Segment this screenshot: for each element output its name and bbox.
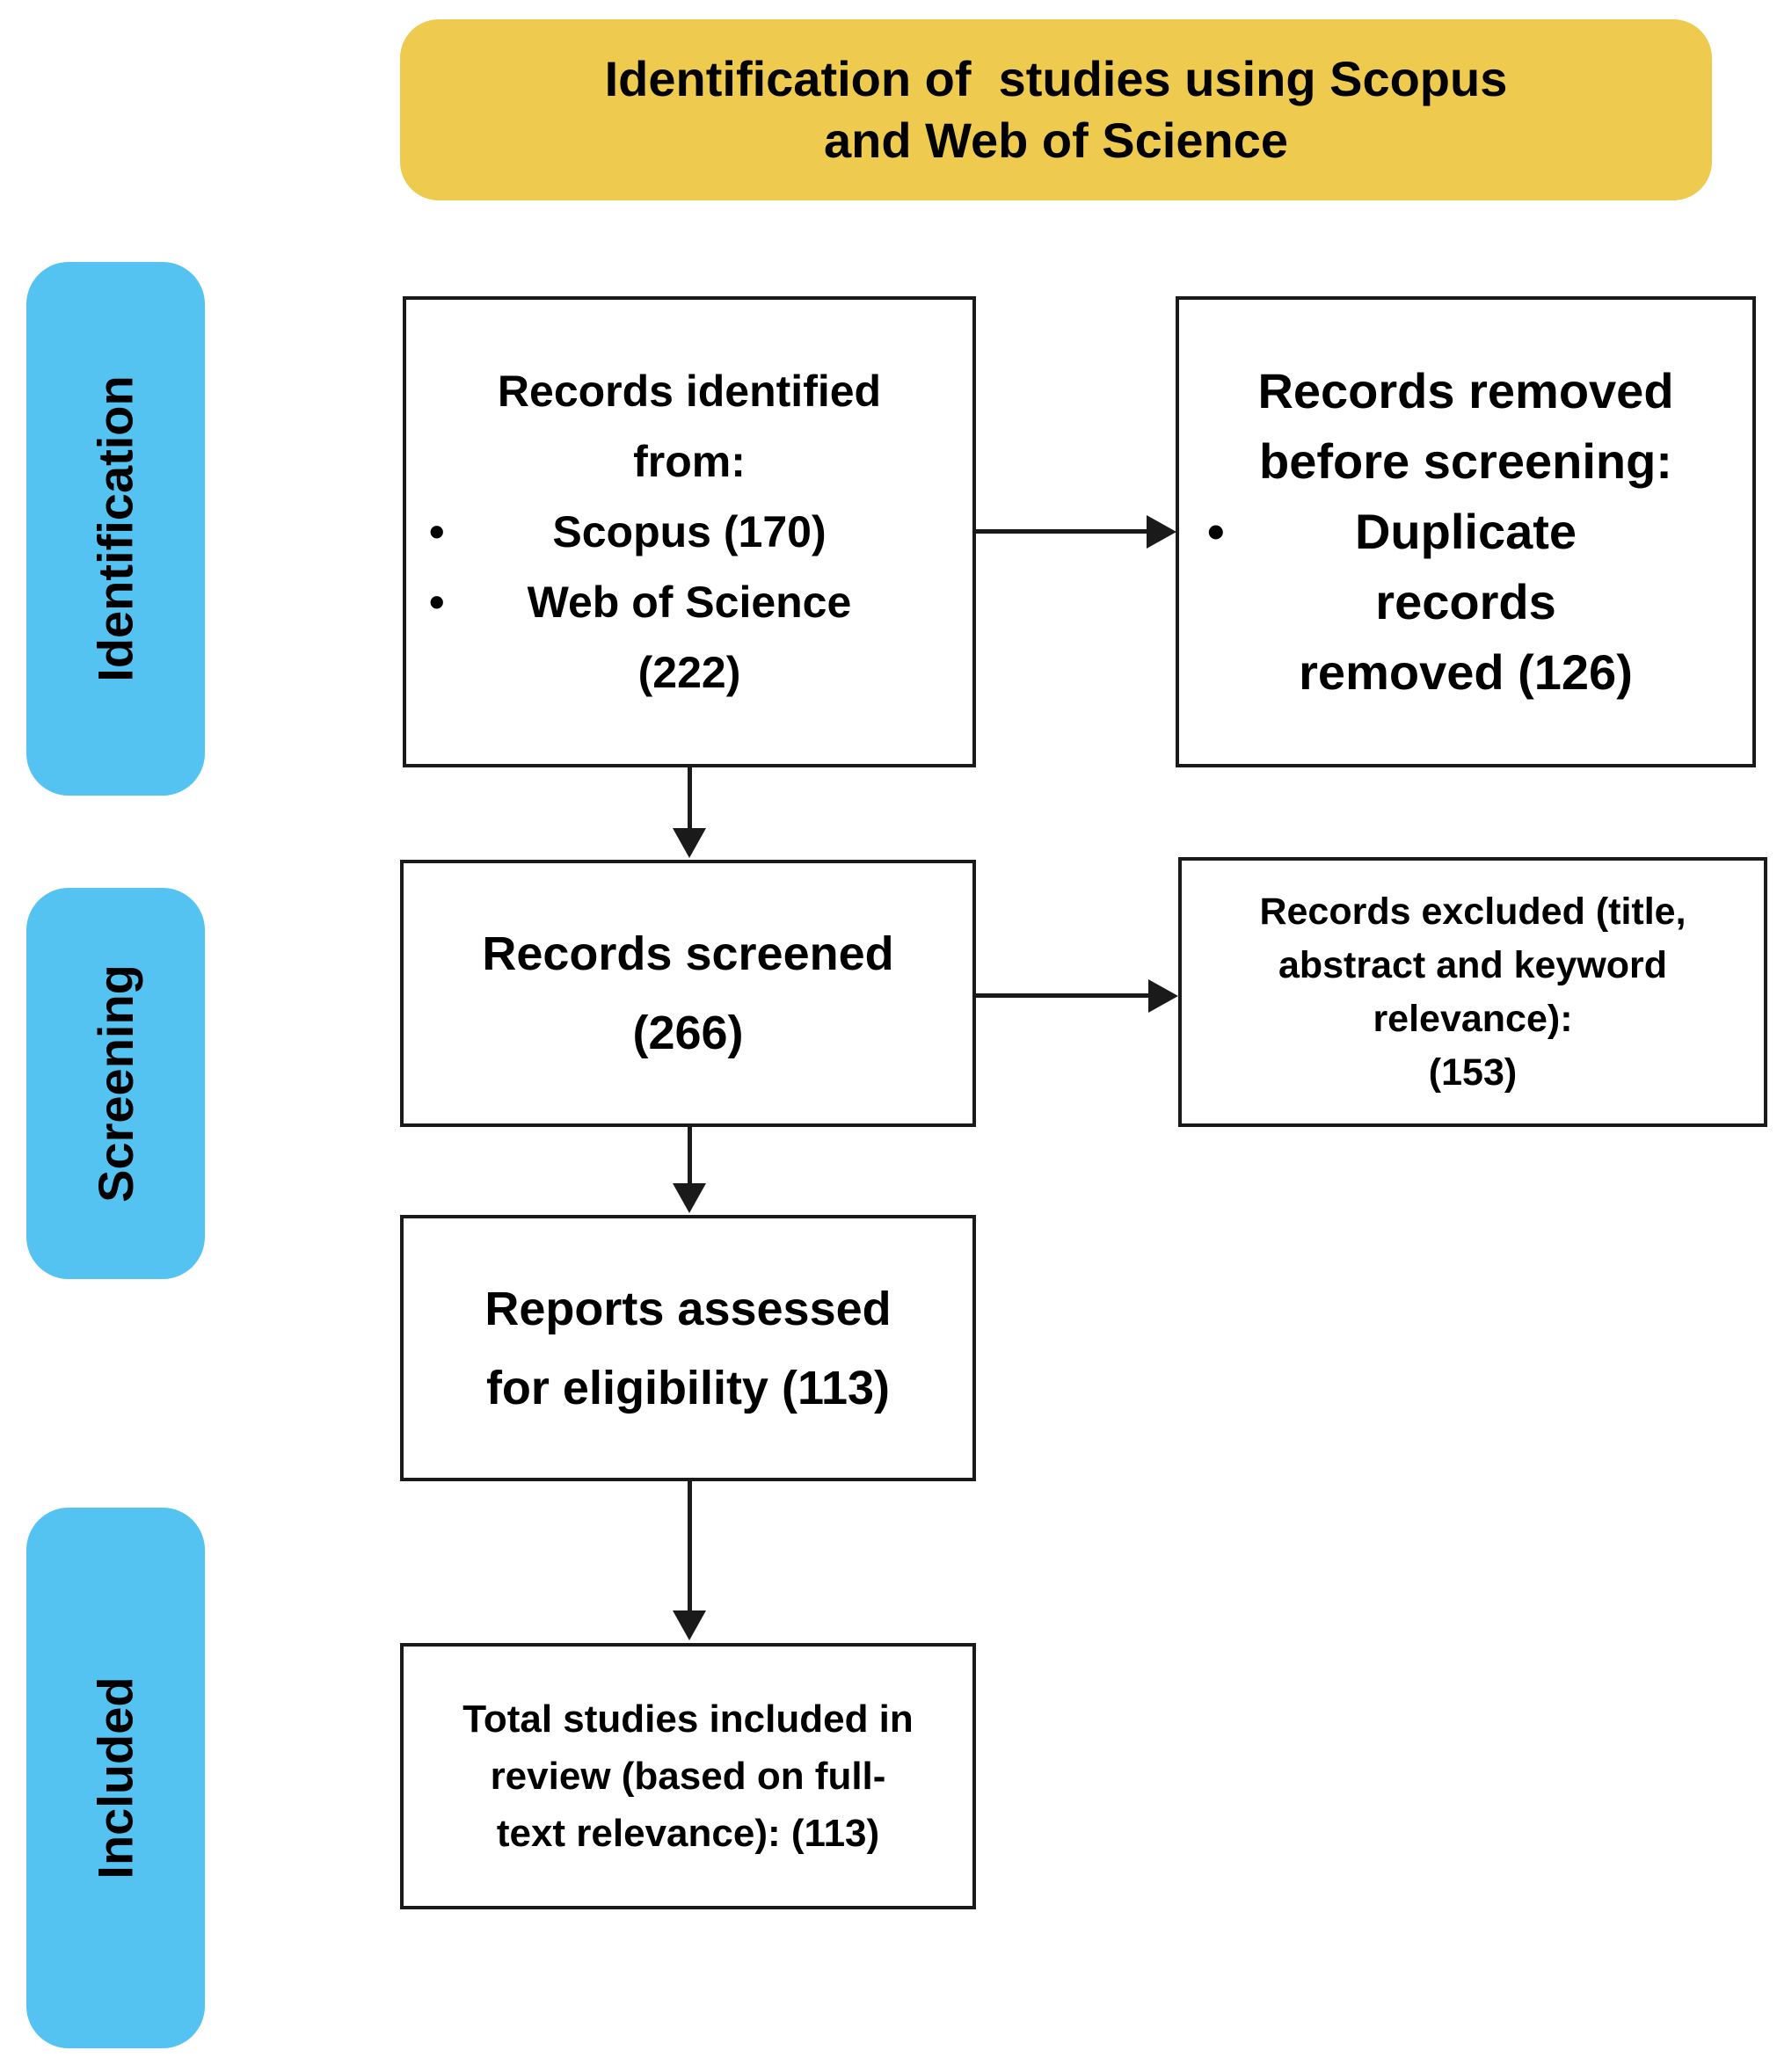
arrow-identified-to-screened-head-icon — [673, 828, 706, 858]
box-total-studies-included: Total studies included in review (based … — [400, 1643, 976, 1909]
arrow-screened-to-assessed-shaft — [688, 1127, 692, 1187]
box-reports-assessed-line-2: for eligibility (113) — [485, 1361, 891, 1414]
box-records-removed-heading-line-1: Records removed — [1257, 363, 1674, 418]
box-records-excluded: Records excluded (title, abstract and ke… — [1178, 857, 1767, 1127]
stage-label-identification: Identification — [88, 375, 144, 682]
stage-badge-identification: Identification — [26, 262, 205, 796]
bullet-item-duplicates-text-line-1: Duplicate — [1354, 504, 1577, 559]
box-records-screened-line-2: (266) — [632, 1007, 744, 1059]
arrow-screened-to-assessed-head-icon — [673, 1183, 706, 1213]
bullet-icon: • — [429, 578, 445, 627]
bullet-item-scopus: • Scopus (170) — [406, 497, 972, 567]
arrow-screened-to-excluded-shaft — [976, 993, 1152, 998]
arrow-identified-to-removed-head-icon — [1147, 515, 1176, 549]
box-records-excluded-line-4: (153) — [1428, 1051, 1518, 1094]
arrow-identified-to-screened-shaft — [688, 767, 692, 832]
arrow-assessed-to-total-head-icon — [673, 1610, 706, 1640]
box-records-excluded-line-2: abstract and keyword — [1278, 943, 1668, 986]
box-records-identified-heading-line-1: Records identified — [497, 367, 882, 416]
bullet-item-duplicates-text-line-3: removed (126) — [1299, 644, 1633, 700]
stage-badge-screening: Screening — [26, 888, 205, 1279]
diagram-title-line-1: Identification of studies using Scopus — [604, 51, 1508, 106]
box-records-identified: Records identified from: • Scopus (170) … — [403, 296, 976, 767]
box-total-studies-included-line-1: Total studies included in — [462, 1698, 914, 1741]
box-records-removed-heading-line-2: before screening: — [1259, 433, 1672, 489]
bullet-icon: • — [1207, 504, 1225, 559]
bullet-item-duplicates: • Duplicate — [1179, 497, 1752, 567]
box-records-excluded-line-1: Records excluded (title, — [1259, 890, 1686, 933]
stage-label-screening: Screening — [88, 964, 144, 1203]
box-total-studies-included-line-2: review (based on full- — [490, 1755, 886, 1798]
box-total-studies-included-line-3: text relevance): (113) — [496, 1812, 880, 1855]
box-records-excluded-line-3: relevance): — [1373, 997, 1573, 1040]
arrow-screened-to-excluded-head-icon — [1148, 979, 1178, 1013]
bullet-item-web-of-science: • Web of Science — [406, 567, 972, 637]
diagram-title-banner: Identification of studies using Scopus a… — [400, 19, 1712, 200]
bullet-item-duplicates-text-line-2: records — [1375, 574, 1556, 629]
box-records-screened: Records screened (266) — [400, 860, 976, 1127]
box-records-identified-heading-line-2: from: — [633, 437, 746, 486]
bullet-item-web-of-science-text: Web of Science — [527, 578, 852, 627]
stage-label-included: Included — [88, 1676, 144, 1879]
box-reports-assessed: Reports assessed for eligibility (113) — [400, 1215, 976, 1481]
bullet-icon: • — [429, 507, 445, 556]
arrow-assessed-to-total-shaft — [688, 1479, 692, 1613]
box-records-removed: Records removed before screening: • Dupl… — [1176, 296, 1756, 767]
box-records-screened-line-1: Records screened — [482, 927, 894, 980]
box-reports-assessed-line-1: Reports assessed — [484, 1282, 892, 1335]
diagram-title-line-2: and Web of Science — [824, 113, 1288, 168]
arrow-identified-to-removed-shaft — [974, 529, 1150, 534]
bullet-item-web-of-science-count: (222) — [637, 648, 741, 697]
stage-badge-included: Included — [26, 1508, 205, 2048]
bullet-item-scopus-text: Scopus (170) — [552, 507, 827, 556]
